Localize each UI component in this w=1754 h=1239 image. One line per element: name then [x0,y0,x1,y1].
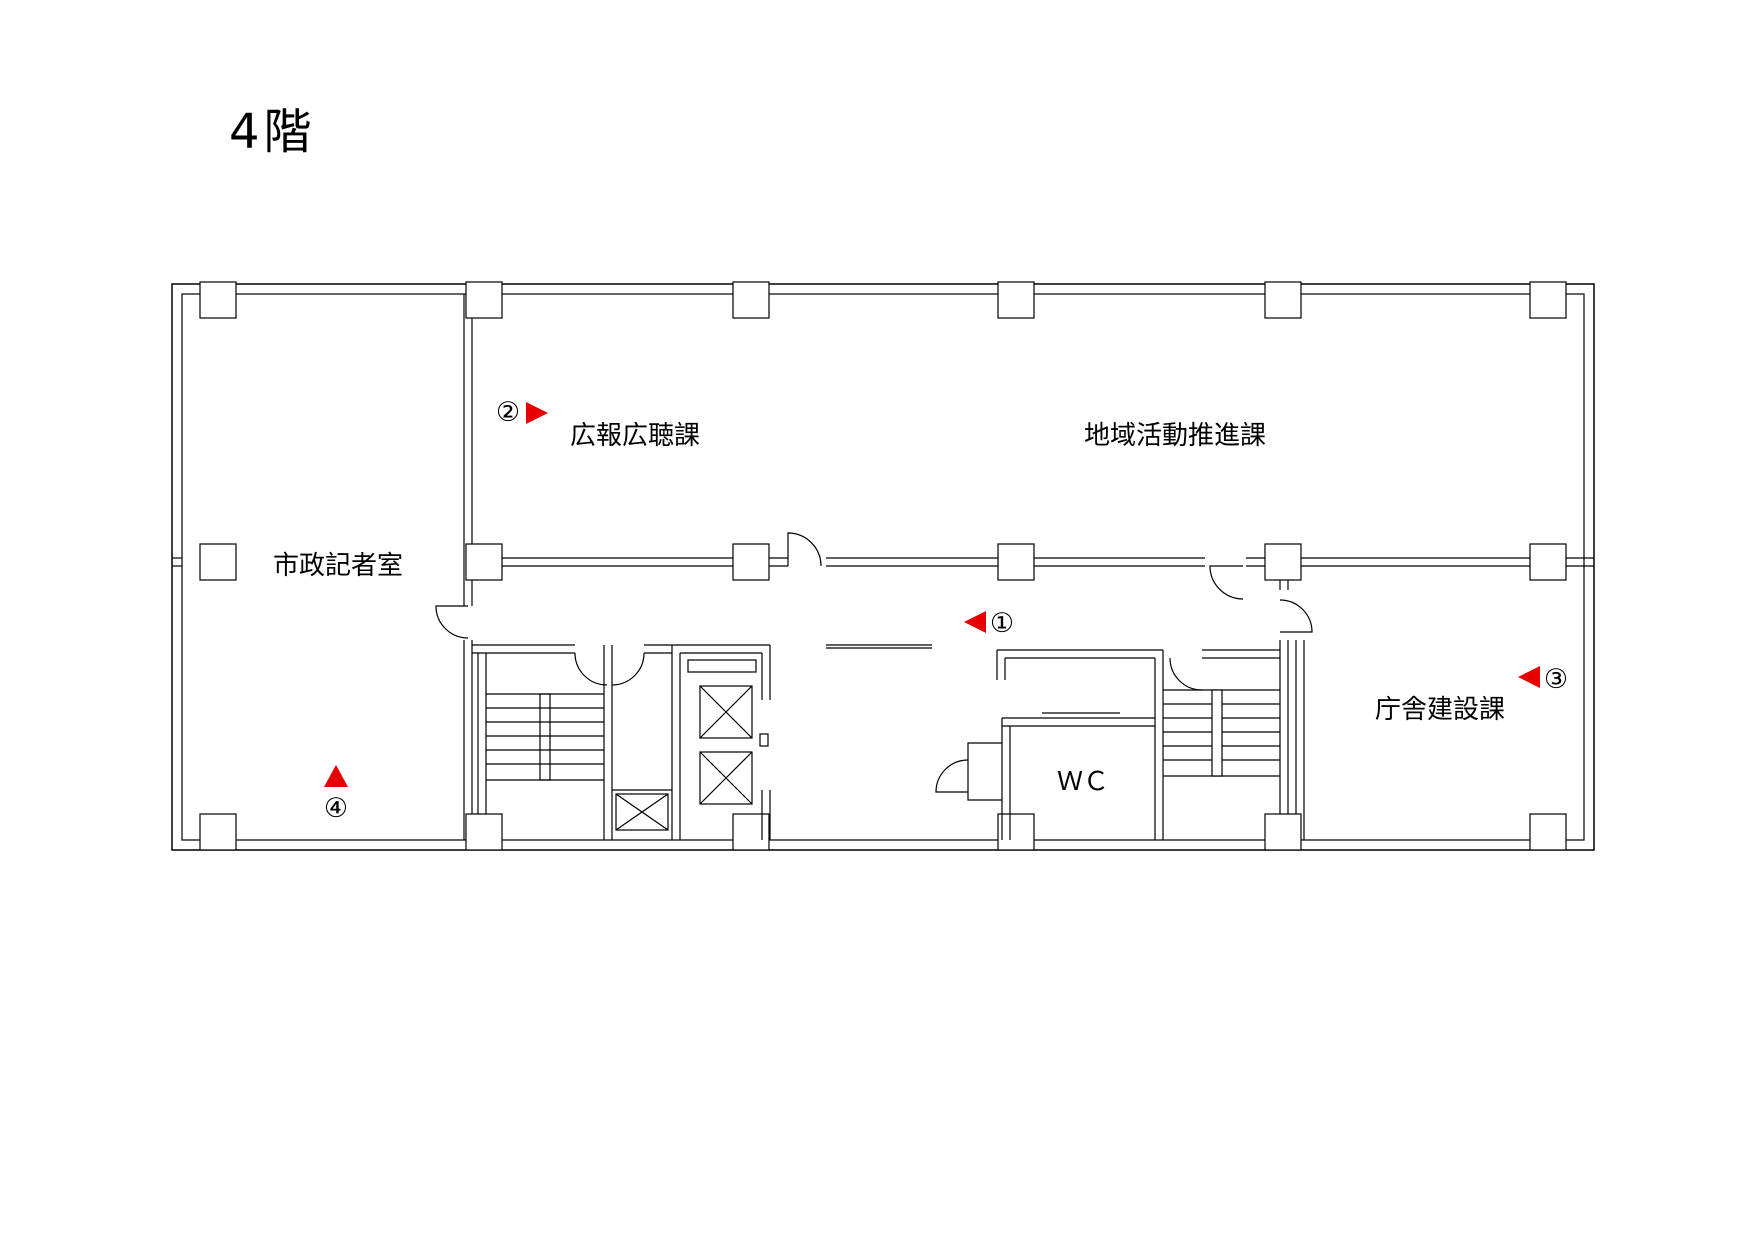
marker-3: ③ [1518,664,1568,695]
corridor-walls [172,294,1594,840]
marker-2-label: ② [496,397,520,428]
room-label-press: 市政記者室 [273,551,403,581]
outer-wall [171,283,1595,851]
room-label-community: 地域活動推進課 [1084,421,1266,451]
right-stair [1163,649,1280,777]
room-label-wc: ＷＣ [1057,767,1109,797]
left-stair [472,644,672,840]
marker-1-label: ① [990,608,1014,639]
columns [199,281,1567,851]
room-label-pr: 広報広聴課 [570,421,700,451]
marker-2: ② [496,397,548,428]
marker-4-label: ④ [324,793,348,824]
elevators [615,644,771,840]
floor-title: 4階 [229,104,316,160]
marker-4: ④ [324,765,348,824]
room-label-building: 庁舎建設課 [1375,695,1505,725]
marker-3-label: ③ [1544,664,1568,695]
wc-block [935,649,1164,840]
marker-1: ① [964,608,1014,639]
doors [435,532,1313,639]
